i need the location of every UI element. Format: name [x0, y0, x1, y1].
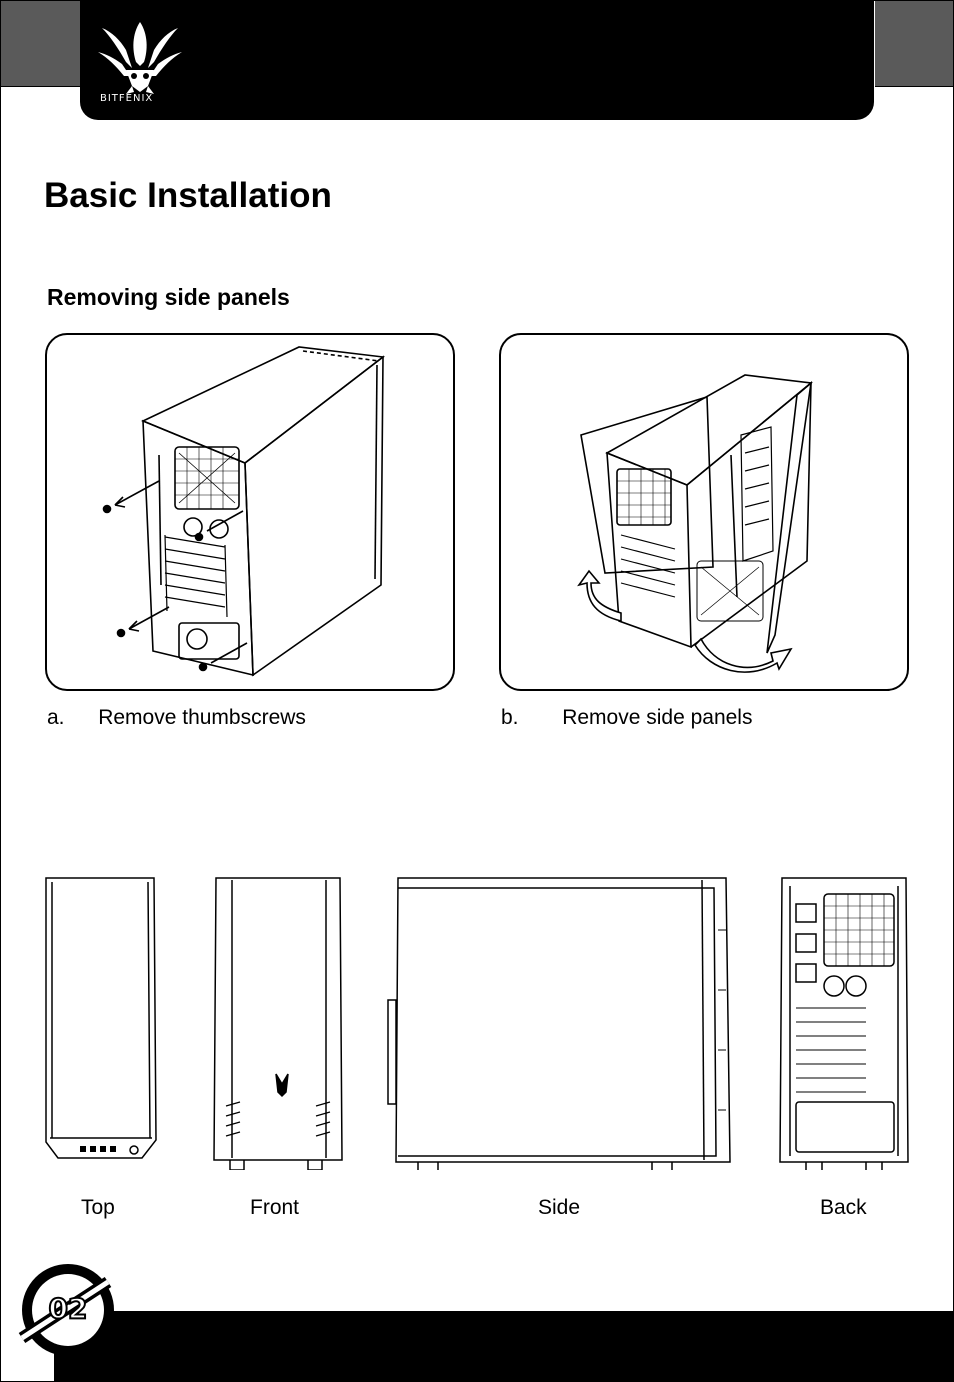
- top-view-drawing: [45, 877, 157, 1159]
- illustration-remove-thumbscrews: [45, 333, 455, 691]
- step-b-text: Remove side panels: [562, 706, 753, 729]
- header-corner-left: [1, 1, 81, 87]
- view-label-back: Back: [820, 1196, 867, 1219]
- side-view-drawing: [387, 877, 731, 1170]
- bitfenix-logo-icon: [98, 22, 182, 94]
- header-bar: [80, 0, 874, 120]
- view-label-front: Front: [250, 1196, 300, 1219]
- page-number-badge: 02: [18, 1264, 114, 1356]
- back-view-drawing: [779, 877, 909, 1170]
- header-corner-right: [875, 1, 953, 87]
- step-b-letter: b.: [501, 706, 519, 729]
- front-view-drawing: [213, 877, 343, 1170]
- footer-bar: [54, 1311, 953, 1382]
- section-heading: Removing side panels: [47, 284, 290, 310]
- view-label-side: Side: [538, 1196, 581, 1219]
- page-number: 02: [49, 1292, 88, 1325]
- illustration-remove-side-panels: [499, 333, 909, 691]
- brand-wordmark: BITFENIX: [100, 93, 154, 104]
- step-a-letter: a.: [47, 706, 65, 729]
- orthographic-views: [45, 877, 909, 1170]
- step-a-caption: a. Remove thumbscrews: [47, 706, 306, 730]
- view-label-top: Top: [81, 1196, 115, 1219]
- step-a-text: Remove thumbscrews: [98, 706, 306, 729]
- page-title: Basic Installation: [44, 176, 332, 215]
- step-b-caption: b. Remove side panels: [501, 706, 752, 730]
